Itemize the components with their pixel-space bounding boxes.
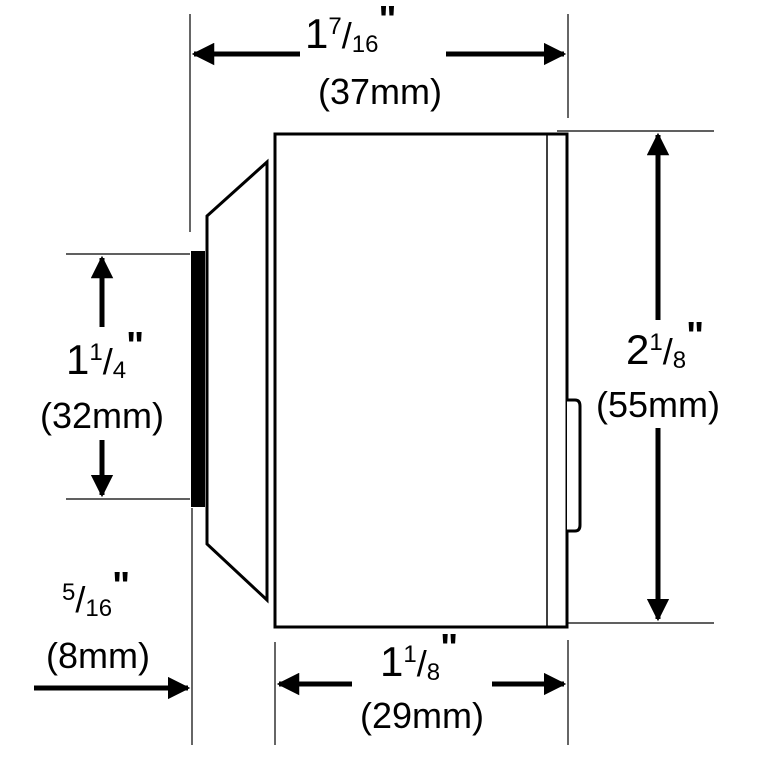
body-width-metric: (29mm) xyxy=(360,695,484,736)
overall-width-label: 17/16" (37mm) xyxy=(305,0,442,112)
flange-thickness-metric: (8mm) xyxy=(46,635,150,676)
flange-thickness-label: 5/16" (8mm) xyxy=(46,565,150,676)
body-width-fraction: 11/8" xyxy=(380,627,458,686)
flange-thickness-fraction: 5/16" xyxy=(62,565,130,622)
overall-height-metric: (55mm) xyxy=(596,384,720,425)
main-body xyxy=(273,132,569,629)
device-outline xyxy=(191,132,582,629)
flange-height-label: 11/4" (32mm) xyxy=(40,325,164,436)
flange-height-fraction: 11/4" xyxy=(66,325,144,384)
tapered-cap xyxy=(205,158,269,604)
extension-lines xyxy=(66,14,714,745)
flange-height-metric: (32mm) xyxy=(40,395,164,436)
overall-height-label: 21/8" (55mm) xyxy=(596,315,720,425)
overall-width-metric: (37mm) xyxy=(318,71,442,112)
dimension-arrows xyxy=(34,42,670,700)
side-tab xyxy=(567,398,582,533)
overall-width-fraction: 17/16" xyxy=(305,0,396,58)
body-width-label: 11/8" (29mm) xyxy=(360,627,484,736)
overall-height-fraction: 21/8" xyxy=(626,315,704,374)
flange-plate xyxy=(191,251,205,507)
